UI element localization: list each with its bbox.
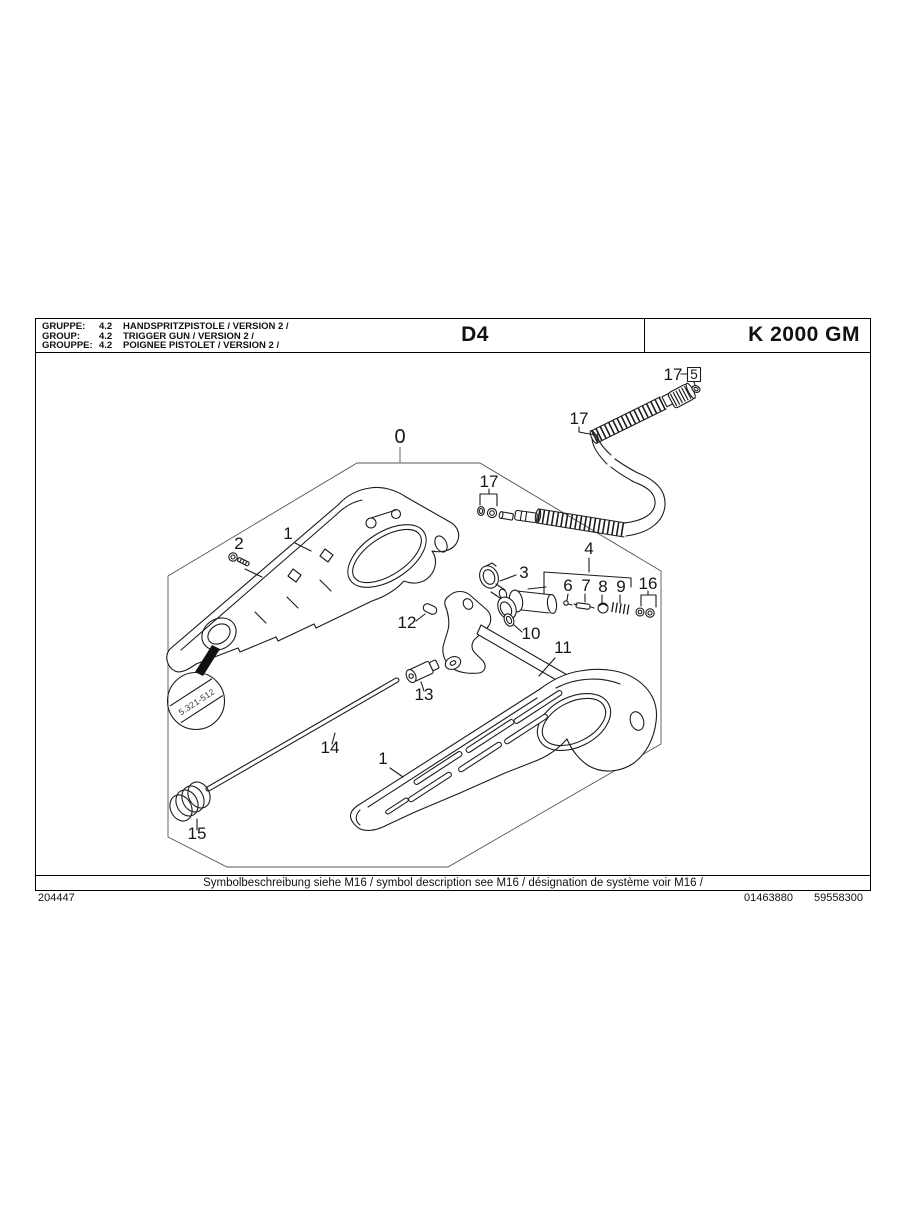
reference-number-right: 59558300 bbox=[814, 892, 863, 904]
callout-16: 16 bbox=[639, 574, 658, 593]
valve-plug-part-3 bbox=[479, 562, 517, 600]
group-text-en: TRIGGER GUN / VERSION 2 / bbox=[123, 330, 254, 342]
callout-0: 0 bbox=[394, 426, 405, 448]
push-rod-part-14 bbox=[205, 677, 400, 792]
spring-part-15 bbox=[169, 781, 211, 831]
callout-1-upper: 1 bbox=[283, 524, 292, 543]
valve-housing-elbow bbox=[497, 586, 558, 620]
callout-6: 6 bbox=[563, 576, 572, 595]
detail-bubble: 5.321-512 bbox=[166, 671, 226, 731]
callout-4: 4 bbox=[584, 539, 593, 558]
callout-17-hose: 17 bbox=[570, 409, 589, 428]
callout-11: 11 bbox=[554, 638, 572, 657]
group-num-en: 4.2 bbox=[99, 330, 113, 342]
group-text-de: HANDSPRITZPISTOLE / VERSION 2 / bbox=[123, 321, 289, 332]
page-header: GRUPPE: 4.2 HANDSPRITZPISTOLE / VERSION … bbox=[36, 319, 870, 353]
header-divider bbox=[644, 319, 645, 352]
callout-2: 2 bbox=[234, 534, 243, 553]
high-pressure-hose bbox=[498, 382, 701, 538]
detail-pointer-arrow bbox=[195, 645, 220, 676]
screw-part-2 bbox=[228, 552, 263, 578]
group-label-fr: GROUPPE: bbox=[42, 340, 93, 352]
group-num-fr: 4.2 bbox=[99, 340, 113, 352]
grip-slots bbox=[385, 690, 563, 815]
diagram-frame: GRUPPE: 4.2 HANDSPRITZPISTOLE / VERSION … bbox=[35, 318, 871, 891]
o-ring-part-5 bbox=[691, 385, 701, 393]
callouts: 0 1 2 17 3 4 6 7 8 9 16 17 bbox=[188, 365, 702, 843]
callout-13: 13 bbox=[415, 685, 434, 704]
symbol-note-bar: Symbolbeschreibung siehe M16 / symbol de… bbox=[36, 874, 870, 891]
group-row-de: GRUPPE: 4.2 HANDSPRITZPISTOLE / VERSION … bbox=[42, 322, 289, 332]
lower-shell-part bbox=[349, 668, 658, 831]
bushing-part-13 bbox=[405, 659, 440, 692]
group-row-fr: GROUPPE: 4.2 POIGNEE PISTOLET / VERSION … bbox=[42, 341, 289, 351]
upper-shell-part bbox=[166, 486, 460, 676]
callout-1-lower: 1 bbox=[378, 749, 387, 768]
hose-coupling-nut bbox=[667, 382, 696, 409]
group-title-block: GRUPPE: 4.2 HANDSPRITZPISTOLE / VERSION … bbox=[42, 322, 289, 351]
callout-12: 12 bbox=[398, 613, 417, 632]
page-code: D4 bbox=[461, 323, 489, 346]
valve-small-parts bbox=[563, 600, 632, 615]
callout-17-top: 17 bbox=[664, 365, 683, 384]
exploded-view-diagram: 5.321-512 bbox=[166, 365, 702, 868]
callout-3: 3 bbox=[519, 563, 528, 582]
callout-17-mid: 17 bbox=[480, 472, 499, 491]
callout-8: 8 bbox=[598, 577, 607, 596]
callout-5: 5 bbox=[690, 367, 698, 382]
model-name: K 2000 GM bbox=[748, 323, 860, 346]
callout-15: 15 bbox=[188, 824, 207, 843]
trigger-lever bbox=[442, 590, 492, 674]
callout-7: 7 bbox=[581, 576, 590, 595]
symbol-note-text: Symbolbeschreibung siehe M16 / symbol de… bbox=[203, 876, 703, 889]
hose-seal-and-nut bbox=[477, 506, 498, 519]
group-num-de: 4.2 bbox=[99, 321, 113, 332]
group-text-fr: POIGNEE PISTOLET / VERSION 2 / bbox=[123, 340, 280, 352]
group-label-en: GROUP: bbox=[42, 330, 80, 342]
document-number: 204447 bbox=[38, 892, 75, 904]
o-ring-part-10 bbox=[503, 613, 523, 633]
group-row-en: GROUP: 4.2 TRIGGER GUN / VERSION 2 / bbox=[42, 330, 289, 342]
reference-number-left: 01463880 bbox=[744, 892, 793, 904]
group-label-de: GRUPPE: bbox=[42, 321, 86, 332]
valve-spring-9 bbox=[611, 602, 632, 615]
callout-10: 10 bbox=[522, 624, 541, 643]
pin-part-12 bbox=[415, 603, 438, 622]
rings-part-16 bbox=[635, 607, 655, 618]
callout-9: 9 bbox=[616, 577, 625, 596]
callout-14: 14 bbox=[321, 738, 340, 757]
